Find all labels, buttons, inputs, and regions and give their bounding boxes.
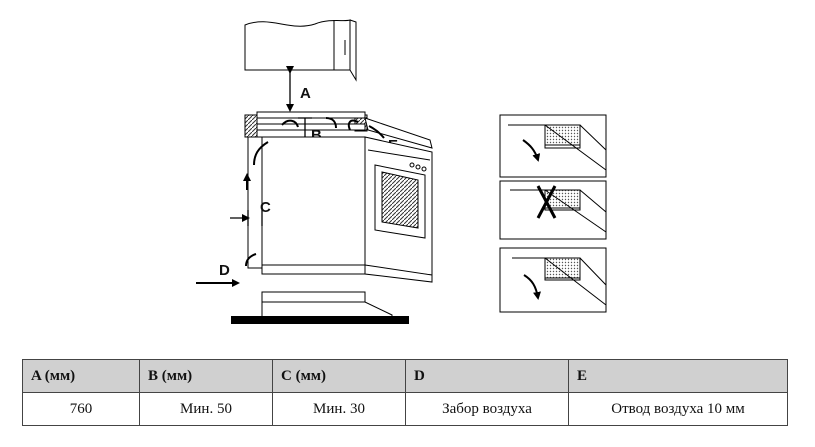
airflow-inner-arrows xyxy=(243,141,269,267)
cell-c: Мин. 30 xyxy=(272,392,406,426)
cell-b: Мин. 50 xyxy=(139,392,273,426)
cell-d: Забор воздуха xyxy=(405,392,569,426)
table-row: 760 Мин. 50 Мин. 30 Забор воздуха Отвод … xyxy=(22,392,788,426)
wall-cabinet xyxy=(244,19,357,82)
oven-cabinet xyxy=(247,136,433,321)
installation-diagram: A B E xyxy=(196,19,607,324)
dimensions-table: A (мм) B (мм) C (мм) D E 760 Мин. 50 Мин… xyxy=(22,359,788,426)
dimension-c xyxy=(230,210,263,226)
vent-detail-correct-bottom xyxy=(499,247,607,313)
label-c: C xyxy=(260,199,271,216)
cell-e: Отвод воздуха 10 мм xyxy=(568,392,788,426)
header-b: B (мм) xyxy=(139,359,273,393)
header-a: A (мм) xyxy=(22,359,140,393)
header-c: C (мм) xyxy=(272,359,406,393)
header-d: D xyxy=(405,359,569,393)
label-d: D xyxy=(219,262,230,279)
countertop xyxy=(244,111,433,149)
oven-front xyxy=(367,149,431,239)
airflow-top-arrows xyxy=(281,117,385,139)
floor xyxy=(231,316,409,324)
cell-a: 760 xyxy=(22,392,140,426)
label-a: A xyxy=(300,85,311,102)
vent-detail-wrong xyxy=(499,180,607,240)
label-b: B xyxy=(311,127,322,144)
table-header-row: A (мм) B (мм) C (мм) D E xyxy=(22,359,788,393)
header-e: E xyxy=(568,359,788,393)
vent-detail-correct-top xyxy=(499,114,607,178)
